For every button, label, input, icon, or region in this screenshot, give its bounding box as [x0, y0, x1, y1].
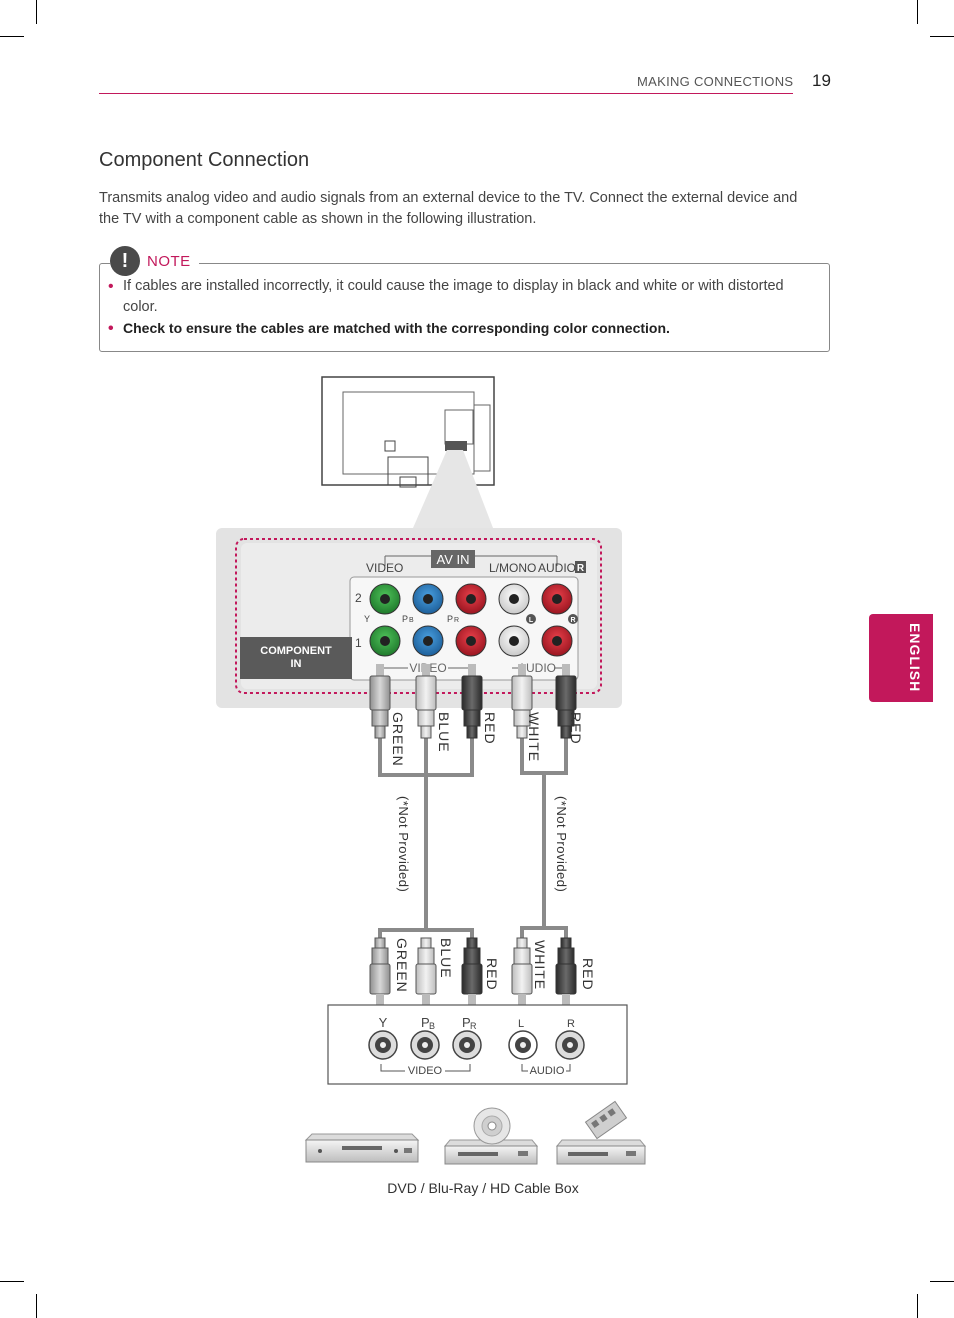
cable-label-blue-bottom: BLUE [438, 938, 454, 979]
intro-paragraph: Transmits analog video and audio signals… [99, 190, 798, 227]
devices-caption: DVD / Blu-Ray / HD Cable Box [387, 1180, 578, 1196]
bluray-player-icon [443, 1107, 539, 1165]
language-tab [869, 614, 933, 702]
cable-label-blue-top: BLUE [436, 712, 452, 753]
note-label: NOTE [147, 252, 191, 270]
cable-label-red-bottom: RED [484, 958, 500, 991]
cable-label-red-top: RED [482, 712, 498, 745]
device-pr-sub: R [470, 1021, 477, 1031]
jack-row-2 [369, 583, 573, 615]
row-2-label: 2 [355, 591, 362, 605]
audio-label-bottom: AUDIO [518, 661, 556, 675]
device-pr-label: P [462, 1015, 471, 1030]
av-in-label: AV IN [437, 552, 470, 567]
note-box [99, 263, 830, 352]
crop-mark [930, 36, 954, 37]
lmono-label: L/MONO [489, 561, 536, 575]
cable-label-green-bottom: GREEN [394, 938, 410, 993]
audio-label-top: AUDIO [538, 561, 576, 575]
l-badge: L [529, 617, 534, 624]
crop-mark [930, 1281, 954, 1282]
page-number: 19 [812, 71, 831, 90]
device-y-label: Y [379, 1015, 388, 1030]
cable-label-red2-bottom: RED [580, 958, 596, 991]
device-jacks [368, 1030, 585, 1060]
note-list: If cables are installed incorrectly, it … [108, 276, 818, 339]
tv-rear-illustration [321, 376, 495, 528]
device-l-label: L [518, 1018, 524, 1030]
crop-mark [917, 0, 918, 24]
component-label-line1: COMPONENT [260, 645, 332, 657]
r-badge: R [570, 617, 575, 624]
pr-label: P [447, 614, 453, 624]
dvd-player-icon [304, 1133, 420, 1163]
top-plugs [369, 664, 577, 739]
cable-box-icon [555, 1100, 647, 1165]
device-pb-sub: B [429, 1021, 435, 1031]
pr-sub: R [454, 617, 459, 624]
y-label: Y [364, 614, 370, 624]
page-title: Component Connection [99, 149, 310, 171]
r-mark: R [577, 563, 585, 574]
cable-label-green-top: GREEN [390, 712, 406, 767]
pb-label: P [402, 614, 408, 624]
not-provided-audio: (*Not Provided) [554, 796, 569, 892]
video-label-top: VIDEO [366, 561, 403, 575]
exclamation-icon: ! [110, 246, 140, 276]
cable-label-red2-top: RED [568, 712, 584, 745]
note-item: If cables are installed incorrectly, it … [108, 276, 818, 318]
cable-bundle [378, 738, 568, 938]
component-label-line2: IN [291, 658, 302, 670]
crop-mark [917, 1294, 918, 1318]
note-item: Check to ensure the cables are matched w… [108, 318, 818, 339]
device-video-label: VIDEO [408, 1065, 443, 1077]
component-in-label-bg [240, 637, 352, 679]
cable-label-white-top: WHITE [526, 712, 542, 762]
device-r-label: R [567, 1018, 575, 1030]
crop-mark [0, 36, 24, 37]
crop-mark [36, 0, 37, 24]
header-rule [99, 93, 793, 94]
not-provided-video: (*Not Provided) [396, 796, 411, 892]
row-1-label: 1 [355, 636, 362, 650]
section-title: MAKING CONNECTIONS [637, 74, 794, 89]
av-in-badge [431, 550, 475, 568]
crop-mark [0, 1281, 24, 1282]
bottom-plugs [369, 937, 577, 1006]
pb-sub: B [409, 617, 414, 624]
crop-mark [36, 1294, 37, 1318]
note-header: ! NOTE [110, 246, 199, 276]
language-tab-label: ENGLISH [907, 623, 923, 693]
cable-label-white-bottom: WHITE [532, 940, 548, 990]
device-audio-label: AUDIO [530, 1065, 565, 1077]
jack-row-1 [369, 625, 573, 657]
device-pb-label: P [421, 1015, 430, 1030]
